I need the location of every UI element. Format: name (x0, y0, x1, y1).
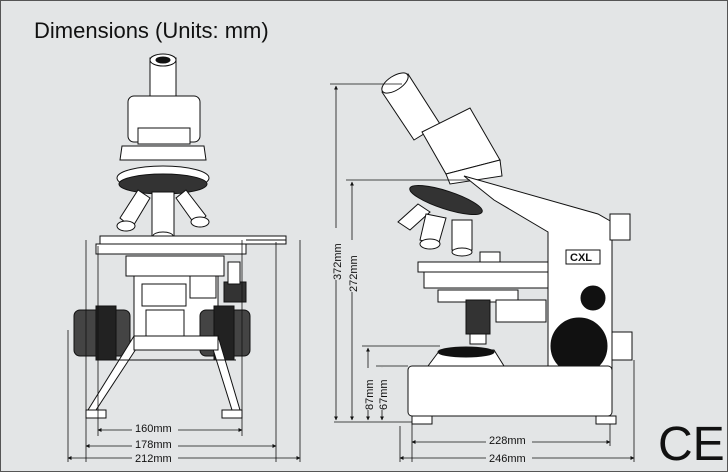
front-view (73, 53, 287, 419)
side-height-87-label: 87mm (364, 379, 376, 410)
side-depth-246-label: 246mm (489, 453, 526, 465)
side-view (381, 72, 633, 425)
front-width-178-label: 178mm (135, 439, 172, 451)
side-height-272-label: 272mm (348, 255, 360, 292)
front-width-160-label: 160mm (135, 423, 172, 435)
side-depth-228-label: 228mm (489, 435, 526, 447)
side-height-372-label: 372mm (332, 243, 344, 280)
side-height-67-label: 67mm (378, 379, 390, 410)
front-width-212-label: 212mm (135, 453, 172, 465)
ce-mark: CE (658, 418, 725, 471)
diagram-title: Dimensions (Units: mm) (34, 18, 269, 43)
brand-label: CXL (570, 252, 592, 264)
front-dimension-lines (67, 240, 301, 462)
side-dimension-lines (330, 83, 635, 462)
